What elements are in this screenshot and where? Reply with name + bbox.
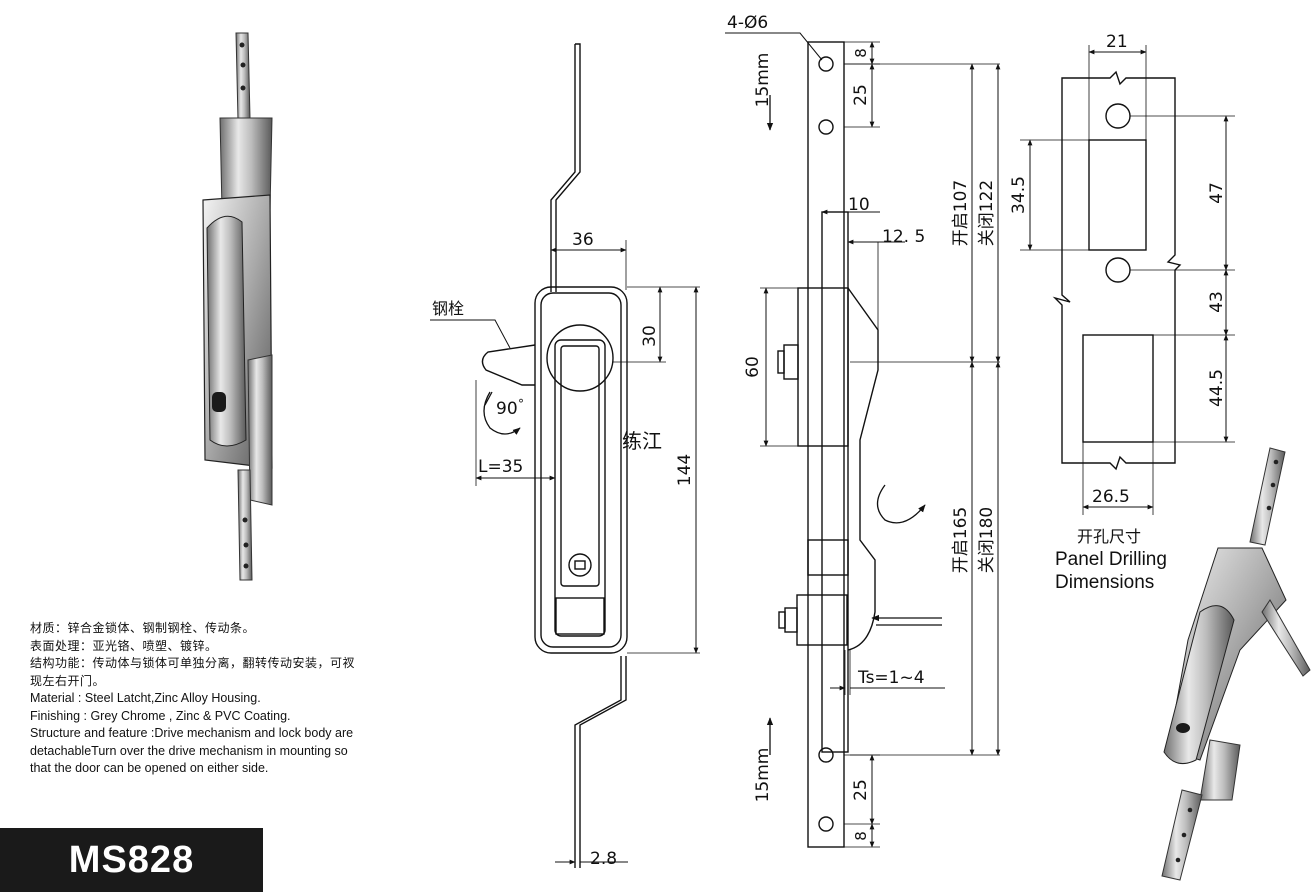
dim-8-bottom: 8 (852, 831, 870, 841)
dim-close-122: 关闭122 (977, 180, 997, 246)
drilling-caption-en-2: Dimensions (1055, 572, 1155, 593)
degree-symbol: ° (518, 397, 524, 411)
panel-drilling-caption: 开孔尺寸 Panel Drilling Dimensions (1055, 525, 1167, 594)
dim-30: 30 (640, 325, 660, 347)
dim-34-5: 34.5 (1009, 176, 1029, 214)
model-number: MS828 (68, 838, 195, 881)
dim-15mm-top: 15mm (753, 53, 773, 108)
dim-12-5: 12. 5 (882, 227, 925, 247)
front-view-labels: 36 30 144 L=35 2.8 钢栓 90 ° 练江 (432, 230, 695, 869)
spec-structure-en-3: that the door can be opened on either si… (30, 761, 269, 775)
spec-structure-en-2: detachableTurn over the drive mechanism … (30, 743, 348, 758)
dim-10: 10 (848, 195, 870, 215)
dim-close-180: 关闭180 (977, 507, 997, 573)
dim-21: 21 (1106, 32, 1128, 52)
dim-43: 43 (1207, 291, 1227, 313)
side-view-labels: 4-Ø6 8 25 15mm 10 12. 5 60 开启107 关闭122 开… (727, 13, 997, 841)
specification-text: 材质：锌合金锁体、钢制钢栓、传动条。 表面处理：亚光铬、喷塑、镀锌。 结构功能：… (30, 620, 460, 778)
product-photo-front (202, 32, 273, 581)
model-number-badge: MS828 (0, 828, 263, 892)
dim-rod-2-8: 2.8 (590, 849, 617, 869)
side-view-drawing (725, 32, 1001, 848)
drilling-caption-en-1: Panel Drilling (1055, 549, 1167, 570)
spec-finishing-cn: 表面处理：亚光铬、喷塑、镀锌。 (30, 638, 218, 653)
label-holes: 4-Ø6 (727, 13, 768, 33)
spec-structure-en-1: Structure and feature :Drive mechanism a… (30, 726, 354, 740)
dim-8-top: 8 (852, 48, 870, 58)
dim-15mm-bottom: 15mm (753, 748, 773, 803)
product-photo-angled (1161, 447, 1311, 881)
dim-44-5: 44.5 (1207, 369, 1227, 407)
spec-material-en: Material : Steel Latcht,Zinc Alloy Housi… (30, 691, 261, 705)
dim-open-165: 开启165 (951, 507, 971, 573)
dim-25-top: 25 (851, 84, 871, 106)
spec-structure-cn-1: 结构功能：传动体与锁体可单独分离，翻转传动安装，可衩 (30, 656, 356, 670)
dim-47: 47 (1207, 182, 1227, 204)
dim-open-107: 开启107 (951, 180, 971, 246)
drilling-caption-cn: 开孔尺寸 (1077, 527, 1142, 546)
dim-144: 144 (675, 454, 695, 486)
dim-ts: Ts=1~4 (857, 668, 925, 688)
dim-l-35: L=35 (478, 457, 523, 477)
front-view-drawing (430, 43, 700, 868)
panel-drilling-drawing (1020, 45, 1235, 515)
dim-width-36: 36 (572, 230, 594, 250)
label-rotation-90: 90 (496, 399, 518, 419)
dim-25-bottom: 25 (851, 779, 871, 801)
spec-finishing-en: Finishing : Grey Chrome , Zinc & PVC Coa… (30, 708, 291, 723)
panel-drilling-labels: 21 34.5 47 43 44.5 26.5 (1009, 32, 1227, 507)
spec-structure-cn-2: 现左右开门。 (30, 673, 106, 688)
dim-60: 60 (743, 356, 763, 378)
dim-26-5: 26.5 (1092, 487, 1130, 507)
spec-material-cn: 材质：锌合金锁体、钢制钢栓、传动条。 (30, 621, 256, 635)
label-bolt: 钢栓 (432, 299, 464, 318)
watermark: 练江 (622, 429, 662, 453)
